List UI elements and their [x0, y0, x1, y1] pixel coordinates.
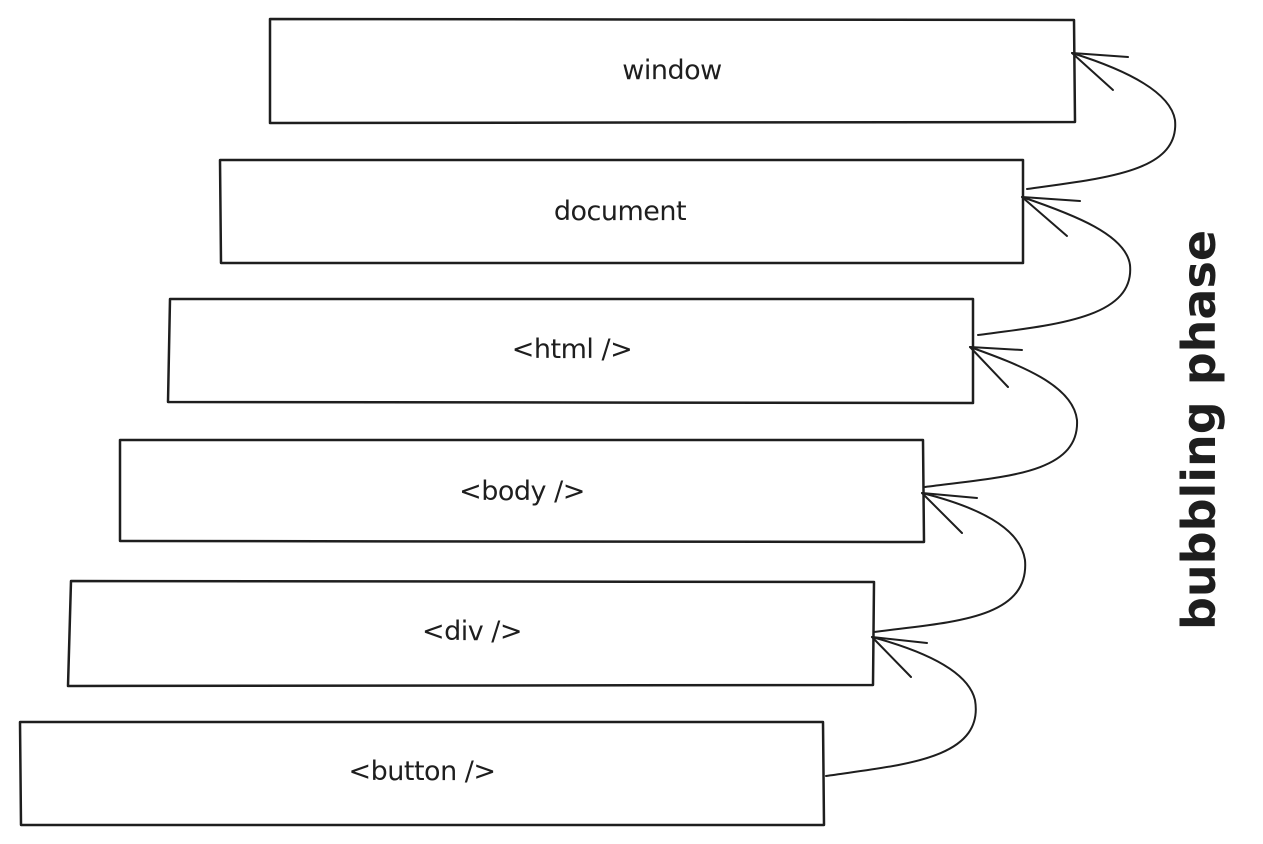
arrow-curve: [924, 346, 1079, 488]
arrowhead-icon: [1021, 196, 1081, 237]
node-html: <html />: [166, 297, 975, 405]
arrowhead-icon: [921, 492, 978, 534]
node-window-box: [268, 17, 1077, 125]
node-button: <button />: [18, 720, 826, 827]
edge-div-to-body: [873, 492, 1027, 633]
node-div-label: <div />: [422, 616, 522, 647]
node-button-label: <button />: [349, 756, 496, 787]
side-label: bubbling phase: [1172, 230, 1226, 630]
node-div-box: [66, 579, 876, 688]
node-body-box: [118, 438, 926, 544]
arrowhead-icon: [1071, 52, 1129, 91]
node-document: document: [218, 158, 1025, 265]
node-html-box: [166, 297, 975, 405]
node-window-label: window: [622, 55, 721, 86]
edge-button-to-div: [825, 636, 977, 777]
node-body-label: <body />: [459, 476, 585, 507]
node-document-box: [218, 158, 1025, 265]
edge-document-to-window: [1026, 52, 1177, 190]
arrow-curve: [1026, 52, 1177, 190]
arrow-curve: [873, 492, 1027, 633]
node-window: window: [268, 17, 1077, 125]
arrowhead-icon: [871, 636, 928, 678]
arrowhead-icon: [969, 346, 1023, 388]
edge-html-to-document: [977, 196, 1132, 336]
node-body: <body />: [118, 438, 926, 544]
node-div: <div />: [66, 579, 876, 688]
edge-body-to-html: [924, 346, 1079, 488]
arrow-curve: [825, 636, 977, 777]
node-button-box: [18, 720, 826, 827]
node-html-label: <html />: [512, 334, 632, 365]
node-document-label: document: [554, 196, 686, 227]
arrow-curve: [977, 196, 1132, 336]
